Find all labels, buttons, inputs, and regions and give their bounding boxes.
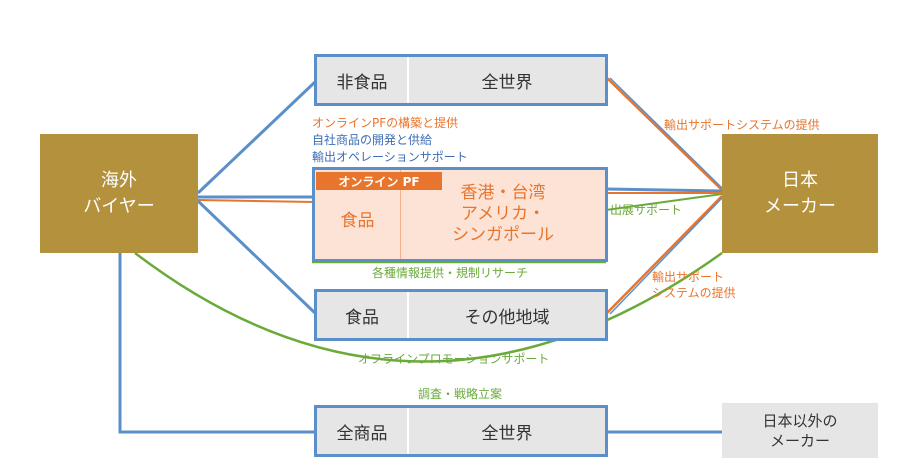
line-buyer-food-other [196,199,317,315]
label-offline-promotion: オフラインプロモーションサポート [358,352,550,366]
online-pf-tag-label: オンライン PF [338,174,420,189]
label-online-pf: オンラインPFの構築と提供 [312,116,459,130]
box-nonfood-right: 全世界 [407,57,605,103]
maker-line1: 日本 [782,169,818,191]
line-online-maker-blue [605,187,723,193]
label-own-products: 自社商品の開発と供給 [312,133,433,147]
maker-line2: メーカー [764,195,836,217]
line-nonfood-maker-blue [609,77,723,189]
japan-maker-node: 日本 メーカー [722,134,878,253]
box-all-left: 全商品 [336,423,388,444]
box-all-products: 全商品 全世界 [314,405,608,457]
line-buyer-food-online-orange [197,199,316,203]
food-online-region2: アメリカ・ [460,204,546,224]
box-nonfood-left: 非食品 [336,72,388,93]
non-japan-maker-node: 日本以外の メーカー [722,403,878,458]
line-foodother-maker-blue [609,197,723,315]
other-maker-line2: メーカー [769,431,830,450]
label-info-research: 各種情報提供・規制リサーチ [372,266,529,280]
box-food-other-right: その他地域 [407,292,605,338]
line-buyer-nonfood [196,80,317,195]
label-export-ops: 輸出オペレーションサポート [312,150,468,164]
line-nonfood-maker-orange [606,77,723,191]
label-export-support-mid2: システムの提供 [652,286,736,300]
box-all-right: 全世界 [407,408,605,454]
buyer-line1: 海外 [101,169,137,191]
food-online-left-label: 食品 [340,211,375,231]
label-export-support-mid1: 輸出サポート [652,270,725,284]
box-food-other-left: 食品 [345,307,379,328]
line-foodother-maker-orange [606,195,723,314]
online-pf-tag: オンライン PF [316,172,442,190]
box-food-online: 食品 香港・台湾 アメリカ・ シンガポール [312,167,608,262]
label-exhibit-support: 出展サポート [610,203,683,217]
box-food-online-right: 香港・台湾 アメリカ・ シンガポール [401,170,605,259]
box-food-online-left: 食品 [315,170,401,259]
label-research-strategy: 調査・戦略立案 [418,387,503,401]
arc-offline-promotion [134,251,723,363]
label-export-support-top: 輸出サポートシステムの提供 [664,118,820,132]
box-nonfood-worldwide: 非食品 全世界 [314,54,608,106]
overseas-buyer-node: 海外 バイヤー [40,134,198,253]
buyer-line2: バイヤー [83,195,155,217]
food-online-region1: 香港・台湾 [460,183,546,203]
box-food-other-regions: 食品 その他地域 [314,289,608,341]
food-online-region3: シンガポール [452,225,554,245]
line-online-maker-green [605,193,723,211]
other-maker-line1: 日本以外の [762,411,838,430]
line-buyer-all [118,253,315,434]
